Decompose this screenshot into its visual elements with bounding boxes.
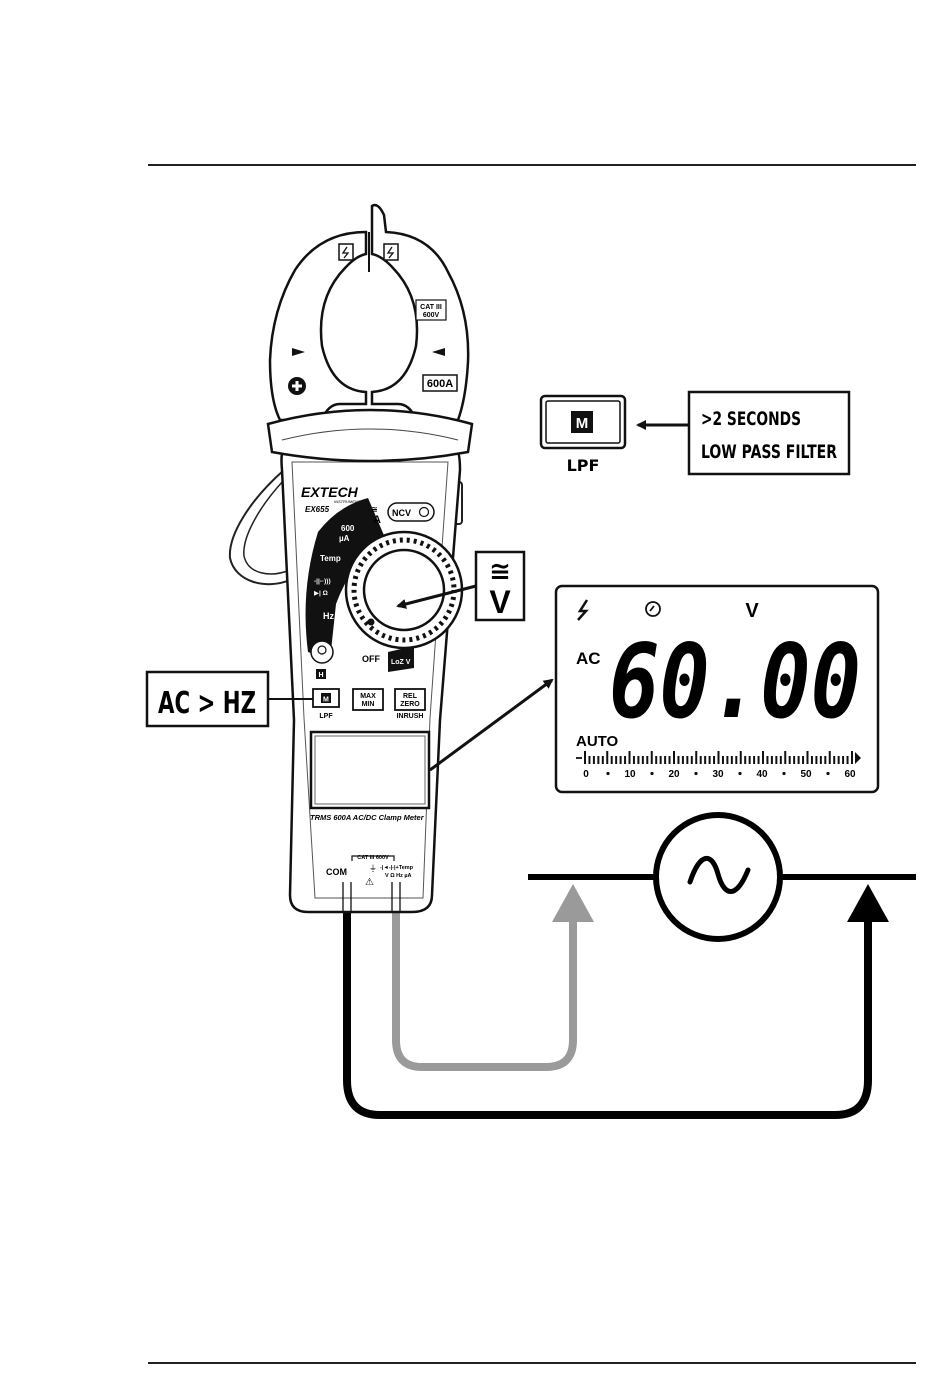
dial-label-diode: ▶| Ω xyxy=(314,590,328,597)
svg-text:REL: REL xyxy=(403,693,418,700)
model-number: EX655 xyxy=(305,505,330,514)
lcd-reading: 60.00 xyxy=(609,623,861,742)
lcd-scale-label: 40 xyxy=(756,769,768,780)
lcd-scale-dot xyxy=(782,772,785,775)
mode-symbol: ≅ xyxy=(489,556,511,586)
svg-text:MAX: MAX xyxy=(360,693,376,700)
red-lead-arrowhead xyxy=(552,884,594,922)
jaw-cat-label: CAT III xyxy=(420,304,442,311)
jack-com-label: COM xyxy=(326,867,347,877)
jack-warning-icon: ⚠ xyxy=(365,877,374,888)
lcd-scale-dot xyxy=(694,772,697,775)
svg-text:ZERO: ZERO xyxy=(400,701,420,708)
lcd-scale-dot xyxy=(826,772,829,775)
lcd-scale-label: 0 xyxy=(583,769,589,780)
lcd-scale-label: 30 xyxy=(712,769,724,780)
jack-temp-label: -|◄-|-|+Temp xyxy=(380,865,414,871)
jaw-hazard-icon-left xyxy=(339,244,353,260)
lcd-scale-dot xyxy=(738,772,741,775)
lcd-pointer-arrow xyxy=(430,680,552,770)
meter-lcd-window xyxy=(311,732,429,808)
dial-label-loz: LoZ V xyxy=(391,659,411,666)
dial-label-ua600: 600 xyxy=(341,524,355,533)
jack-ground-icon: ⏚ xyxy=(369,864,377,873)
hold-label: H xyxy=(319,672,324,679)
lcd-scale-dot xyxy=(650,772,653,775)
red-test-lead xyxy=(396,895,573,1067)
brand-logo: EXTECH xyxy=(301,484,359,500)
lcd-scale-label: 20 xyxy=(668,769,680,780)
lcd-range: AUTO xyxy=(576,733,619,750)
lcd-scale-label: 50 xyxy=(800,769,812,780)
dial-label-ncv: NCV xyxy=(392,508,411,518)
jaw-collar xyxy=(268,410,472,461)
backlight-button[interactable] xyxy=(311,641,333,663)
jaw-cat-voltage: 600V xyxy=(423,312,440,319)
svg-text:MIN: MIN xyxy=(362,701,375,708)
lpf-button-symbol: M xyxy=(576,415,589,432)
lcd-unit: V xyxy=(745,600,759,622)
dial-label-temp: Temp xyxy=(320,554,341,563)
lcd-scale-label: 10 xyxy=(624,769,636,780)
rotary-dial-knob[interactable] xyxy=(364,550,444,630)
mode-button-sublabel: LPF xyxy=(319,713,333,720)
dial-label-off: OFF xyxy=(362,654,380,664)
lpf-label: LPF xyxy=(567,456,600,475)
svg-text:≅: ≅ xyxy=(343,633,349,640)
mode-button-label: M xyxy=(323,697,329,704)
hand-strap xyxy=(230,470,290,584)
ac-hz-label: AC > HZ xyxy=(158,686,256,721)
dial-label-v: V xyxy=(344,641,351,652)
inrush-sublabel: INRUSH xyxy=(397,713,424,720)
dial-label-ua: µA xyxy=(339,534,350,543)
lcd-scale-dot xyxy=(606,772,609,775)
black-test-lead xyxy=(347,895,868,1115)
jack-cat-rating: CAT III 600V xyxy=(357,855,389,861)
jaw-hazard-icon-right xyxy=(384,244,398,260)
dial-label-hz: Hz xyxy=(323,611,334,621)
jaw-rating-label: 600A xyxy=(427,378,453,390)
dial-pointer-dot xyxy=(368,619,375,626)
lpf-info-line2: LOW PASS FILTER xyxy=(701,441,837,463)
black-lead-arrowhead xyxy=(847,884,889,922)
dial-label-a: A xyxy=(373,514,381,526)
svg-text:≅: ≅ xyxy=(371,505,378,514)
mode-unit: V xyxy=(489,584,511,620)
jack-v-label: V Ω Hz µA xyxy=(385,873,412,879)
lpf-info-line1: >2 SECONDS xyxy=(701,408,801,430)
dial-label-capacitance: -||-·))) xyxy=(314,578,331,585)
lcd-scale-label: 60 xyxy=(844,769,856,780)
meter-description: TRMS 600A AC/DC Clamp Meter xyxy=(310,813,425,822)
lcd-mode: AC xyxy=(576,649,601,668)
